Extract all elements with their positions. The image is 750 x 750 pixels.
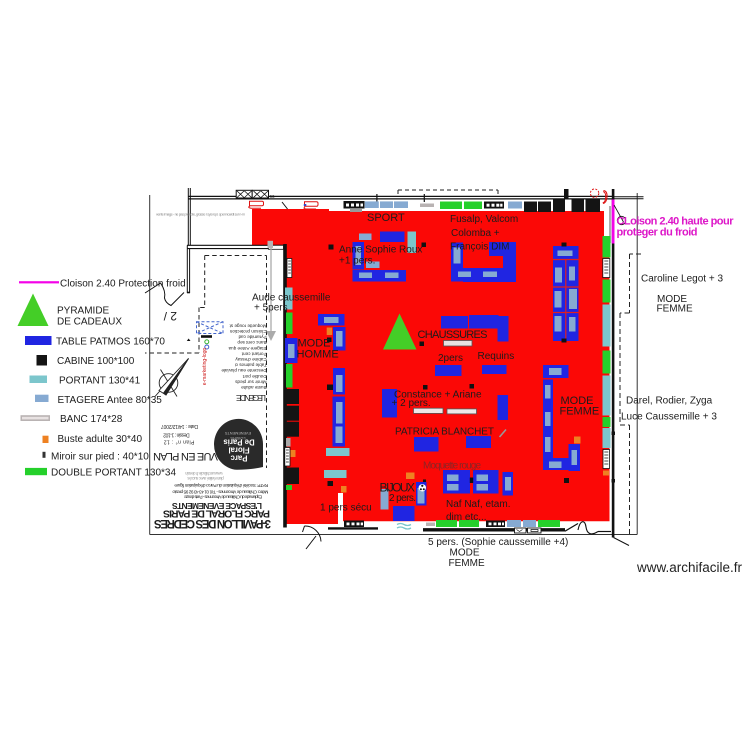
svg-text:www.archifacile.fr: www.archifacile.fr bbox=[636, 560, 743, 575]
svg-text:66: 66 bbox=[270, 194, 276, 199]
svg-text:Moquette rouge: Moquette rouge bbox=[423, 461, 481, 472]
svg-text:VUE EN PLAN: VUE EN PLAN bbox=[153, 450, 218, 462]
svg-text:De Paris: De Paris bbox=[223, 438, 255, 447]
svg-text:L'ESPACE EVENEMENTS: L'ESPACE EVENEMENTS bbox=[172, 501, 262, 511]
svg-text:PARC FLORAL DE PARIS: PARC FLORAL DE PARIS bbox=[163, 508, 270, 520]
svg-text:Caroline Legot + 3: Caroline Legot + 3 bbox=[641, 274, 723, 285]
svg-text:DOUBLE PORTANT 130*34: DOUBLE PORTANT 130*34 bbox=[51, 468, 176, 479]
svg-text:DE CADEAUX: DE CADEAUX bbox=[57, 317, 122, 328]
svg-text:Anne Sophie Roux: Anne Sophie Roux bbox=[339, 245, 422, 256]
svg-text:PYRAMIDE: PYRAMIDE bbox=[57, 306, 110, 317]
svg-text:BANC 174*28: BANC 174*28 bbox=[60, 414, 123, 425]
svg-text:TABLE PATMOS 160*70: TABLE PATMOS 160*70 bbox=[56, 337, 165, 348]
svg-text:Descente eau pluviale: Descente eau pluviale bbox=[221, 368, 267, 373]
svg-text:Etagere Antee qua: Etagere Antee qua bbox=[228, 346, 267, 351]
svg-text:CABINE 100*100: CABINE 100*100 bbox=[57, 356, 135, 367]
svg-text:Cabine d'essay: Cabine d'essay bbox=[235, 357, 267, 362]
svg-text:Dessin : 1-102: Dessin : 1-102 bbox=[163, 431, 190, 437]
svg-text:Aude caussemille: Aude caussemille bbox=[252, 293, 331, 304]
svg-text:FEMME: FEMME bbox=[657, 304, 693, 315]
svg-text:Esplanade du Château de Vincen: Esplanade du Château de Vincennes - Pari… bbox=[184, 495, 262, 500]
svg-text:Buste adulte: Buste adulte bbox=[241, 385, 267, 390]
svg-text:CLoison 2.40 haute pour: CLoison 2.40 haute pour bbox=[617, 216, 735, 228]
svg-text:Table patmos ci: Table patmos ci bbox=[235, 363, 267, 368]
svg-text:+1 pers.: +1 pers. bbox=[339, 256, 375, 267]
svg-text:Parc: Parc bbox=[230, 454, 248, 463]
svg-text:HOMME: HOMME bbox=[297, 349, 339, 361]
svg-text:Date : 14/12/2007: Date : 14/12/2007 bbox=[161, 423, 198, 429]
svg-text:Miroir sur pied : 40*10: Miroir sur pied : 40*10 bbox=[51, 452, 149, 463]
svg-text:3-PAVILLON DES CEDRES: 3-PAVILLON DES CEDRES bbox=[154, 517, 271, 529]
svg-text:Miroir sur pieds: Miroir sur pieds bbox=[234, 379, 266, 384]
svg-text:Naf Naf, etam.: Naf Naf, etam. bbox=[446, 499, 510, 510]
svg-text:Requins: Requins bbox=[478, 351, 515, 362]
svg-text:MODE: MODE bbox=[450, 548, 480, 559]
svg-text:Buste adulte 30*40: Buste adulte 30*40 bbox=[58, 434, 143, 445]
svg-text:CHAUSSURES: CHAUSSURES bbox=[418, 329, 488, 341]
svg-text:MODE: MODE bbox=[657, 294, 687, 305]
svg-text:Portant cent: Portant cent bbox=[241, 351, 266, 356]
svg-text:Floral: Floral bbox=[228, 446, 249, 455]
svg-text:EVENEMENTS: EVENEMENTS bbox=[224, 431, 251, 435]
svg-text:Luce Caussemille + 3: Luce Caussemille + 3 bbox=[621, 412, 717, 423]
svg-text:LOISIRS: LOISIRS bbox=[230, 436, 245, 440]
svg-text:1 pers sécu: 1 pers sécu bbox=[320, 503, 372, 514]
svg-text:PATRICIA BLANCHET: PATRICIA BLANCHET bbox=[395, 427, 494, 438]
svg-text:SPORT: SPORT bbox=[367, 212, 405, 224]
svg-text:Banc cent sep: Banc cent sep bbox=[237, 340, 267, 345]
svg-text:ETAGERE Antee 80*35: ETAGERE Antee 80*35 bbox=[58, 395, 163, 406]
svg-text:MODE: MODE bbox=[298, 338, 331, 350]
svg-text:Plan n° : 12: Plan n° : 12 bbox=[164, 439, 195, 445]
svg-text:Cloison 2.40 Protection froid: Cloison 2.40 Protection froid bbox=[60, 279, 186, 290]
svg-text:5 pers. (Sophie caussemille +4: 5 pers. (Sophie caussemille +4) bbox=[428, 537, 568, 548]
svg-text:RATP: Société d'équitation du: RATP: Société d'équitation du Parco d'éq… bbox=[174, 483, 268, 488]
svg-text:FEMME: FEMME bbox=[560, 406, 600, 418]
svg-text:BIJOUX: BIJOUX bbox=[380, 481, 416, 495]
svg-text:Métro: Château de Vincennes -: Métro: Château de Vincennes - Tél. 01 43… bbox=[172, 489, 268, 494]
svg-text:2pers: 2pers bbox=[438, 353, 463, 364]
svg-text:vente image - ne pas prendre,: vente image - ne pas prendre, grosse r s… bbox=[156, 213, 245, 217]
svg-text:+ 5pers: + 5pers bbox=[254, 303, 288, 314]
svg-text:2 /: 2 / bbox=[163, 309, 177, 323]
svg-text:Colomba +: Colomba + bbox=[451, 228, 500, 239]
svg-text:+ 2 pers.: + 2 pers. bbox=[392, 398, 431, 409]
svg-text:www.archifacile.fr dessin: www.archifacile.fr dessin bbox=[184, 471, 222, 476]
svg-text:dim etc...: dim etc... bbox=[446, 512, 487, 523]
svg-text:Darel, Rodier, Zyga: Darel, Rodier, Zyga bbox=[626, 396, 713, 407]
svg-text:Pyramide cad: Pyramide cad bbox=[238, 335, 267, 340]
svg-text:Constance + Ariane: Constance + Ariane bbox=[394, 390, 482, 401]
svg-text:LEGENDE: LEGENDE bbox=[236, 393, 266, 403]
svg-text:2 pers.: 2 pers. bbox=[389, 493, 416, 504]
svg-text:PORTANT 130*41: PORTANT 130*41 bbox=[59, 376, 141, 387]
svg-text:Fusalp, Valcom: Fusalp, Valcom bbox=[450, 214, 518, 225]
svg-text:Cloison protection: Cloison protection bbox=[229, 329, 266, 334]
svg-text:FEMME: FEMME bbox=[449, 558, 485, 569]
svg-text:plan réalisé avec succès: plan réalisé avec succès bbox=[187, 476, 223, 481]
svg-text:e-marketing-logo: e-marketing-logo bbox=[202, 348, 208, 386]
svg-text:Moquette rouge st: Moquette rouge st bbox=[229, 323, 267, 328]
svg-text:MODE: MODE bbox=[561, 395, 594, 407]
svg-text:François DIM: François DIM bbox=[450, 242, 509, 253]
svg-text:Double port: Double port bbox=[242, 374, 266, 379]
svg-text:proteger du froid: proteger du froid bbox=[617, 227, 698, 239]
